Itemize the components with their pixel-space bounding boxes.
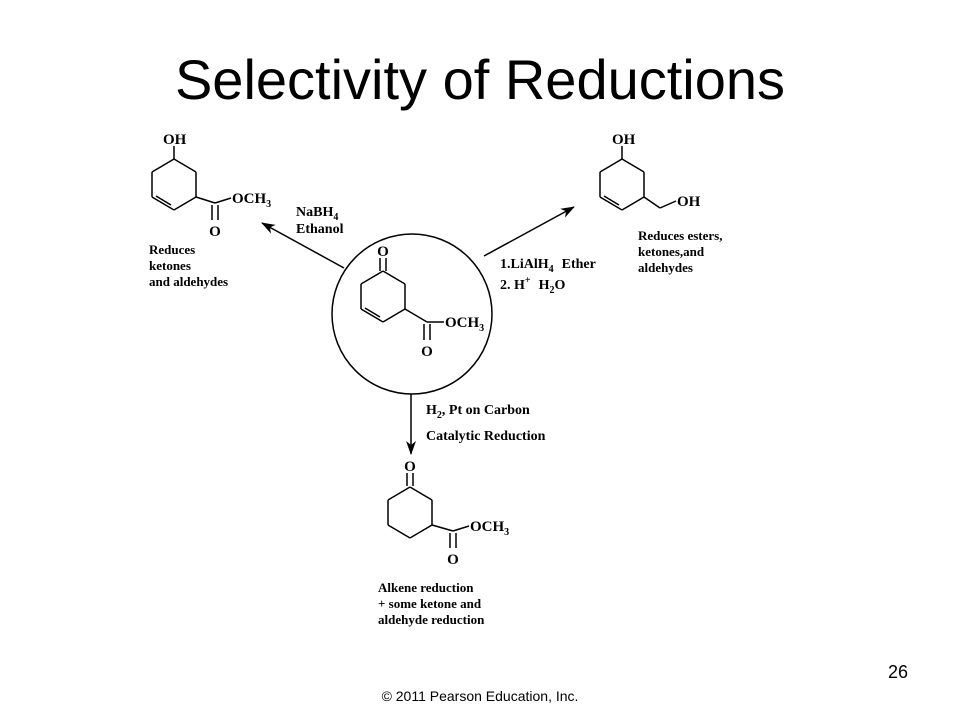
lialh4-product-oh-top: OH <box>612 132 636 148</box>
slide-title: Selectivity of Reductions <box>174 48 786 111</box>
nabh4-product-structure <box>151 146 232 220</box>
catalytic-label: Catalytic Reduction <box>426 429 546 444</box>
catalytic-product: O OCH3 O <box>387 459 509 568</box>
arrow-to-lialh4-product <box>483 206 575 257</box>
nabh4-product-oh: OH <box>163 132 187 148</box>
nabh4-product: OH OCH3 O <box>151 132 271 240</box>
nabh4-product-och3: OCH3 <box>232 191 271 210</box>
catalytic-product-och3: OCH3 <box>470 519 509 538</box>
start-ketone-o: O <box>377 244 389 260</box>
lialh4-workup: 2. H+H2O <box>500 275 565 296</box>
starting-material: O OCH3 O <box>331 233 493 395</box>
start-och3-label: OCH3 <box>445 315 484 334</box>
nabh4-solvent: Ethanol <box>296 222 344 237</box>
catalytic-product-ester-o: O <box>447 552 459 568</box>
slide-number: 26 <box>887 662 908 682</box>
catalytic-product-ketone-o: O <box>404 459 416 475</box>
arrow-to-nabh4-product <box>261 222 345 269</box>
start-ester-o: O <box>421 344 433 360</box>
lialh4-product-oh-side: OH <box>677 194 701 210</box>
starting-material-structure <box>360 258 444 340</box>
lialh4-note: Reduces esters, ketones,and aldehydes <box>638 228 726 275</box>
nabh4-product-o: O <box>209 224 221 240</box>
nabh4-note: Reduces ketones and aldehydes <box>149 242 228 289</box>
catalytic-reagent: H2, Pt on Carbon <box>426 403 530 421</box>
catalytic-note: Alkene reduction + some ketone and aldeh… <box>378 580 485 627</box>
nabh4-reagent: NaBH4 <box>296 205 338 223</box>
lialh4-product-structure <box>599 146 677 211</box>
copyright-notice: © 2011 Pearson Education, Inc. <box>381 688 579 704</box>
lialh4-product: OH OH <box>599 132 701 211</box>
starting-material-circle <box>331 233 493 395</box>
catalytic-product-structure <box>387 473 470 548</box>
